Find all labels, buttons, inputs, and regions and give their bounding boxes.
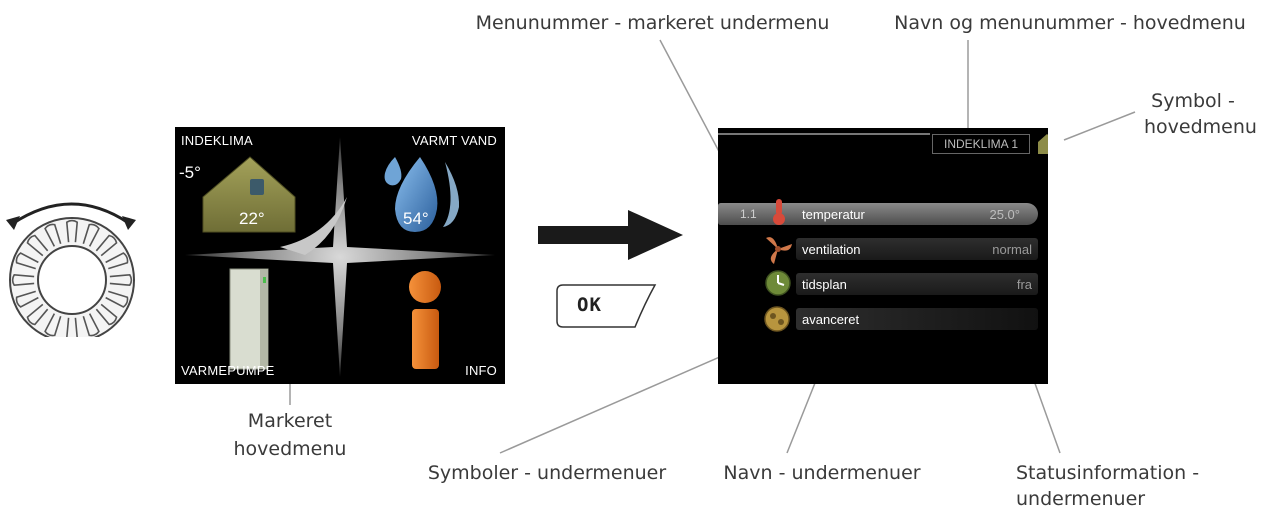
- selection-star-icon: [185, 137, 495, 377]
- info-icon: [409, 271, 441, 369]
- knob-rib: [44, 223, 62, 247]
- tile-label-varmepumpe[interactable]: VARMEPUMPE: [181, 363, 275, 378]
- heat-pump-icon: [229, 268, 269, 370]
- callout-markeret-line2: hovedmenu: [233, 438, 347, 460]
- advanced-icon: [764, 306, 790, 332]
- callout-status-line2: undermenuer: [1016, 488, 1146, 510]
- callout-navn: Navn - undermenuer: [723, 462, 921, 484]
- rotate-arrow-icon: [11, 202, 131, 226]
- knob-rib: [44, 313, 62, 337]
- knob-rib: [11, 273, 35, 287]
- title-line: [718, 133, 930, 135]
- knob-rib: [15, 290, 39, 308]
- sub-menu-title: INDEKLIMA 1: [932, 134, 1030, 154]
- house-icon: [202, 156, 296, 233]
- sub-menu-row[interactable]: avanceret: [718, 306, 1038, 332]
- row-name: tidsplan: [802, 277, 847, 292]
- knob-rib: [105, 252, 129, 270]
- indoor-temp-value: 22°: [239, 209, 265, 228]
- sub-menu-row[interactable]: ventilation normal: [718, 237, 1038, 264]
- callout-symbol-line1: Symbol -: [1151, 90, 1235, 112]
- knob-rib: [65, 219, 79, 243]
- knob-rib: [105, 290, 129, 308]
- callout-navn-og-menunummer: Navn og menunummer - hovedmenu: [894, 12, 1246, 34]
- fan-icon: [766, 237, 792, 264]
- sub-menu-row[interactable]: tidsplan fra: [718, 270, 1038, 296]
- water-drops-icon: [384, 157, 460, 232]
- callout-status-line1: Statusinformation -: [1016, 462, 1200, 484]
- ok-button-label: OK: [577, 294, 602, 316]
- knob-rib: [26, 303, 49, 326]
- row-status: 25.0°: [989, 207, 1020, 222]
- knob-rib: [95, 234, 118, 257]
- callout-symboler: Symboler - undermenuer: [427, 462, 667, 484]
- thermometer-icon: [773, 199, 785, 225]
- line-symbol: [1063, 111, 1136, 141]
- right-arrow-icon: [538, 210, 683, 260]
- row-name: avanceret: [802, 312, 860, 327]
- main-menu-graphics: [185, 137, 495, 377]
- clock-icon: [765, 270, 791, 296]
- house-symbol-icon: [1038, 134, 1048, 154]
- tile-label-varmt-vand[interactable]: VARMT VAND: [411, 133, 497, 148]
- row-name: temperatur: [802, 207, 865, 222]
- control-knob[interactable]: [0, 192, 145, 337]
- callout-menunummer: Menunummer - markeret undermenu: [475, 12, 830, 34]
- main-menu-screen: INDEKLIMA VARMT VAND VARMEPUMPE INFO -5°…: [175, 127, 505, 384]
- callout-markeret-line1: Markeret: [247, 410, 333, 432]
- tile-label-indeklima[interactable]: INDEKLIMA: [181, 133, 253, 148]
- sub-menu-row[interactable]: 1.1 temperatur 25.0°: [718, 199, 1038, 225]
- water-temp-value: 54°: [403, 209, 429, 228]
- menu-number: 1.1: [740, 207, 757, 221]
- row-status: normal: [992, 242, 1032, 257]
- knob-rib: [95, 303, 118, 326]
- knob-rib: [26, 234, 49, 257]
- callout-symbol-line2: hovedmenu: [1144, 116, 1257, 138]
- knob-rib: [82, 313, 100, 337]
- ok-button[interactable]: OK: [555, 283, 660, 329]
- outdoor-temp-value: -5°: [179, 163, 201, 182]
- tile-label-info[interactable]: INFO: [465, 363, 497, 378]
- knob-rib: [15, 252, 39, 270]
- row-status: fra: [1016, 277, 1032, 292]
- row-name: ventilation: [802, 242, 861, 257]
- knob-rib: [82, 223, 100, 247]
- sub-menu-screen: INDEKLIMA 1 1.1 temperatur 25.0° ventila…: [718, 128, 1048, 384]
- knob-rib: [109, 273, 133, 287]
